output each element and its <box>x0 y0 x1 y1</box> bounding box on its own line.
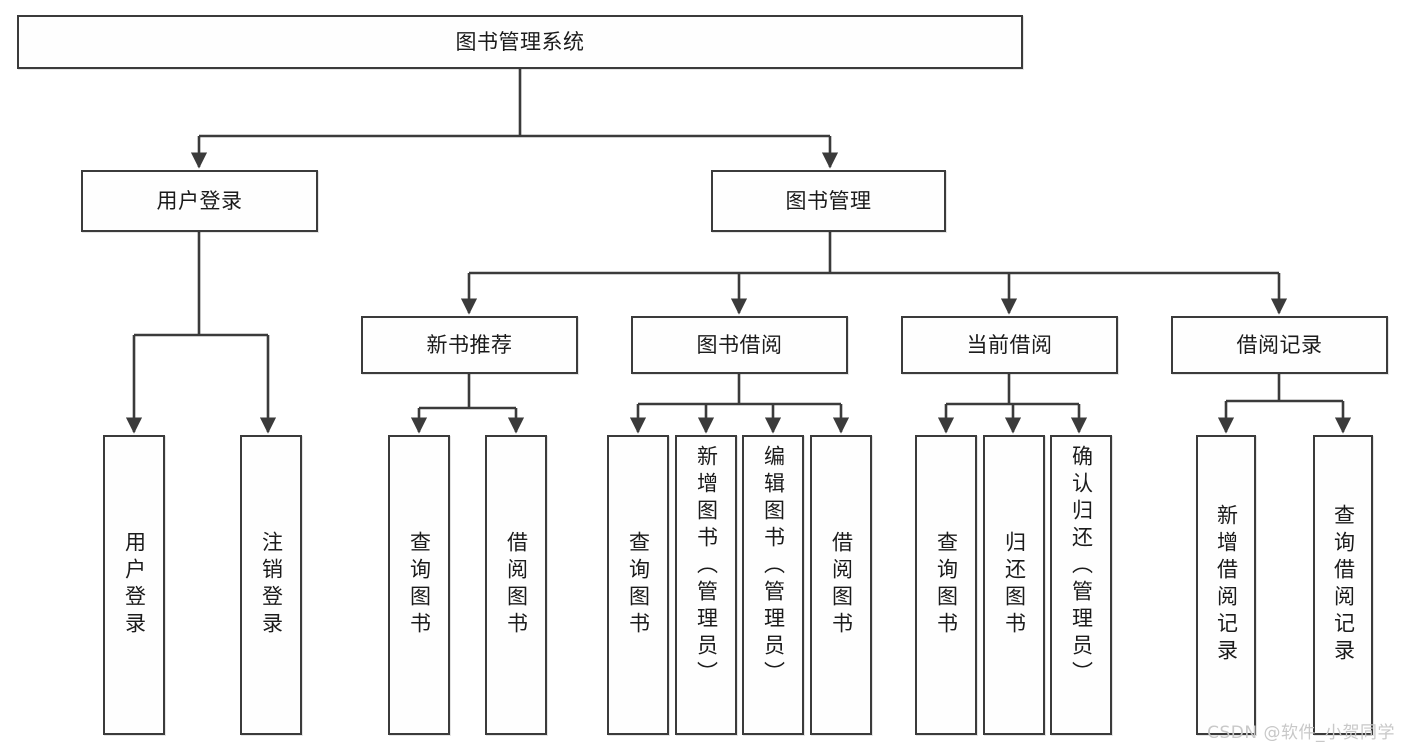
node-label: 确认归还（管理员） <box>1069 445 1094 688</box>
node-level3-2[interactable]: 当前借阅 <box>901 316 1118 374</box>
node-label: 归还图书 <box>1002 531 1027 639</box>
node-label: 当前借阅 <box>966 332 1053 357</box>
node-label: 查询借阅记录 <box>1331 504 1356 666</box>
node-label: 新增借阅记录 <box>1214 504 1239 666</box>
node-leaf-7[interactable]: 借阅图书 <box>810 435 872 735</box>
node-label: 用户登录 <box>122 531 147 639</box>
node-label: 图书借阅 <box>696 332 783 357</box>
node-label: 借阅记录 <box>1236 332 1323 357</box>
node-leaf-0[interactable]: 用户登录 <box>103 435 165 735</box>
node-level3-0[interactable]: 新书推荐 <box>361 316 578 374</box>
node-leaf-6[interactable]: 编辑图书（管理员） <box>742 435 804 735</box>
node-leaf-11[interactable]: 新增借阅记录 <box>1196 435 1256 735</box>
node-leaf-5[interactable]: 新增图书（管理员） <box>675 435 737 735</box>
node-label: 查询图书 <box>407 531 432 639</box>
node-root-图书管理系统[interactable]: 图书管理系统 <box>17 15 1023 69</box>
node-label: 图书管理 <box>785 188 872 213</box>
node-label: 新增图书（管理员） <box>694 445 719 688</box>
node-leaf-10[interactable]: 确认归还（管理员） <box>1050 435 1112 735</box>
node-leaf-8[interactable]: 查询图书 <box>915 435 977 735</box>
node-label: 编辑图书（管理员） <box>761 445 786 688</box>
node-leaf-12[interactable]: 查询借阅记录 <box>1313 435 1373 735</box>
node-leaf-9[interactable]: 归还图书 <box>983 435 1045 735</box>
node-level2-0[interactable]: 用户登录 <box>81 170 318 232</box>
node-leaf-3[interactable]: 借阅图书 <box>485 435 547 735</box>
node-level3-3[interactable]: 借阅记录 <box>1171 316 1388 374</box>
node-label: 用户登录 <box>156 188 243 213</box>
node-level2-1[interactable]: 图书管理 <box>711 170 946 232</box>
node-label: 借阅图书 <box>829 531 854 639</box>
node-label: 图书管理系统 <box>455 29 585 54</box>
node-level3-1[interactable]: 图书借阅 <box>631 316 848 374</box>
node-leaf-4[interactable]: 查询图书 <box>607 435 669 735</box>
node-label: 借阅图书 <box>504 531 529 639</box>
node-leaf-1[interactable]: 注销登录 <box>240 435 302 735</box>
node-label: 查询图书 <box>626 531 651 639</box>
node-label: 注销登录 <box>259 531 284 639</box>
node-label: 查询图书 <box>934 531 959 639</box>
node-label: 新书推荐 <box>426 332 513 357</box>
node-leaf-2[interactable]: 查询图书 <box>388 435 450 735</box>
